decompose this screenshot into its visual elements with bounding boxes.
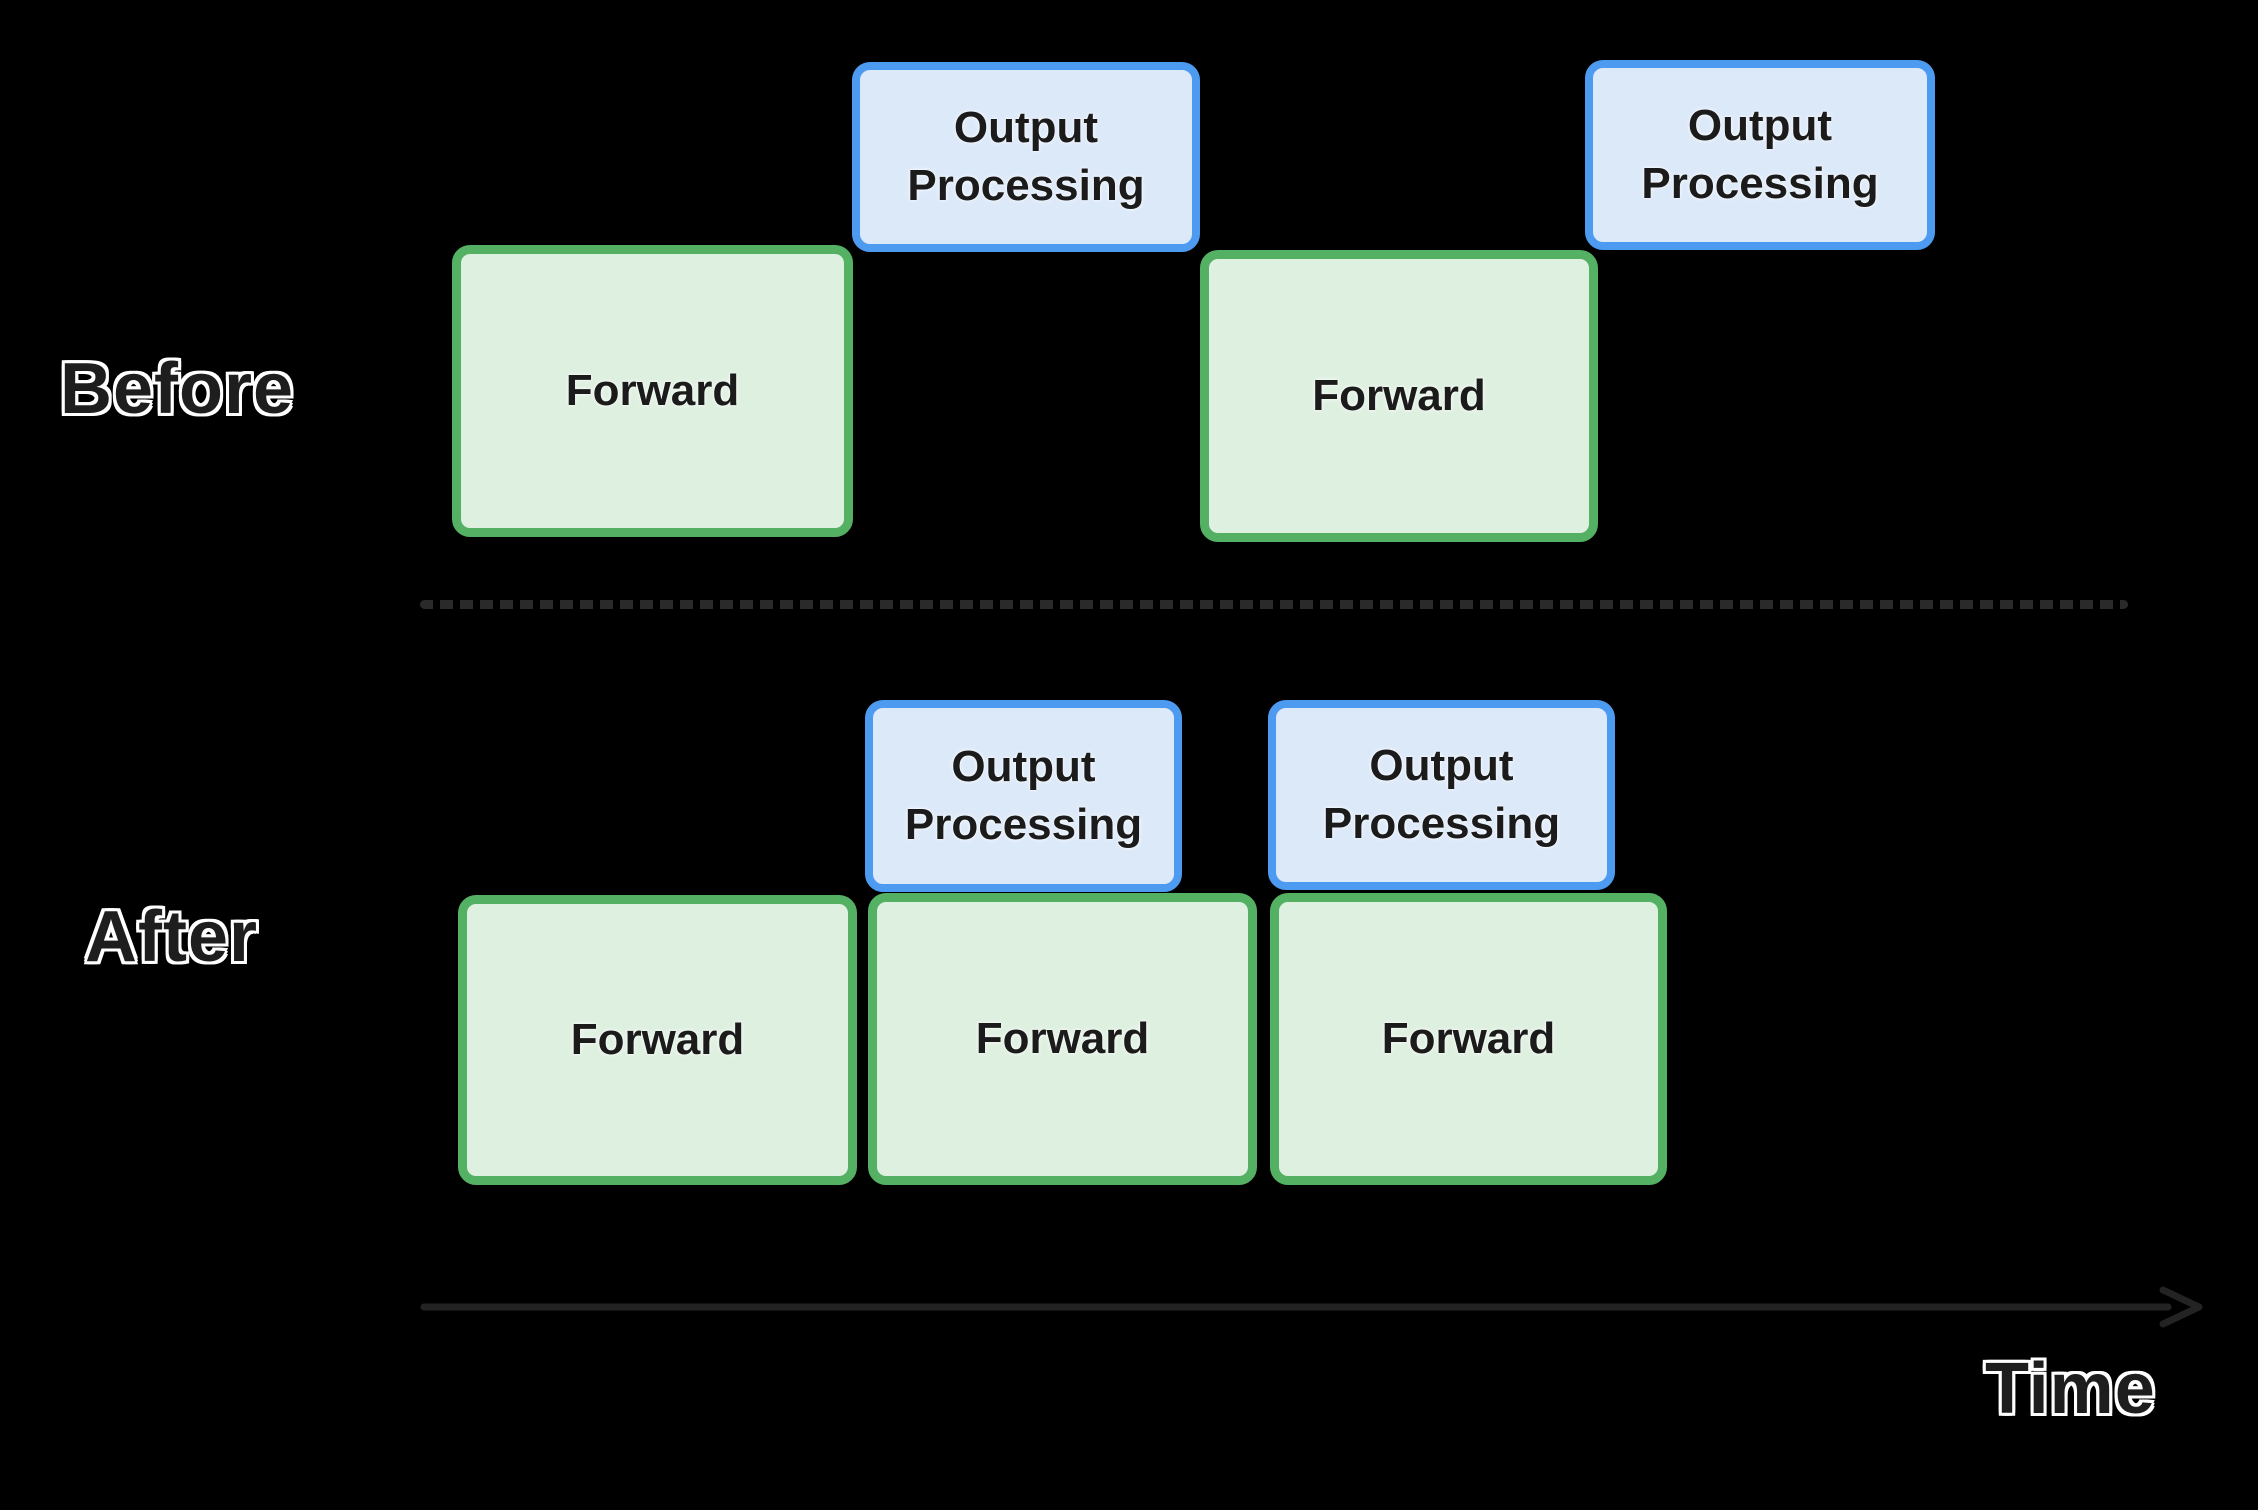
- time-axis-arrow: [420, 1286, 2203, 1328]
- after-output-processing-box-1: Output Processing: [865, 700, 1182, 892]
- before-output-processing-box-2-label: Output Processing: [1641, 100, 1879, 208]
- after-forward-box-2: Forward: [868, 893, 1257, 1185]
- before-output-processing-box-1-label: Output Processing: [907, 102, 1145, 210]
- before-forward-box-1-label: Forward: [565, 365, 740, 415]
- before-forward-box-2-label: Forward: [1312, 370, 1486, 420]
- after-forward-box-1: Forward: [458, 895, 857, 1185]
- after-output-processing-box-1-label: Output Processing: [904, 741, 1143, 849]
- before-forward-box-1: Forward: [452, 245, 853, 537]
- before-section-label: Before: [60, 349, 295, 429]
- after-forward-box-3-label: Forward: [1381, 1013, 1556, 1063]
- before-output-processing-box-2: Output Processing: [1585, 60, 1935, 250]
- after-forward-box-3: Forward: [1270, 893, 1667, 1185]
- time-axis-label: Time: [1985, 1349, 2156, 1429]
- after-forward-box-2-label: Forward: [975, 1013, 1150, 1063]
- before-output-processing-box-1: Output Processing: [852, 62, 1200, 252]
- section-divider-dashed-line: [420, 600, 2128, 609]
- before-forward-box-2: Forward: [1200, 250, 1598, 542]
- after-forward-box-1-label: Forward: [570, 1014, 745, 1064]
- after-output-processing-box-2: Output Processing: [1268, 700, 1615, 890]
- after-output-processing-box-2-label: Output Processing: [1322, 740, 1561, 848]
- after-section-label: After: [85, 897, 259, 977]
- time-axis-arrowhead-icon: [2159, 1286, 2203, 1328]
